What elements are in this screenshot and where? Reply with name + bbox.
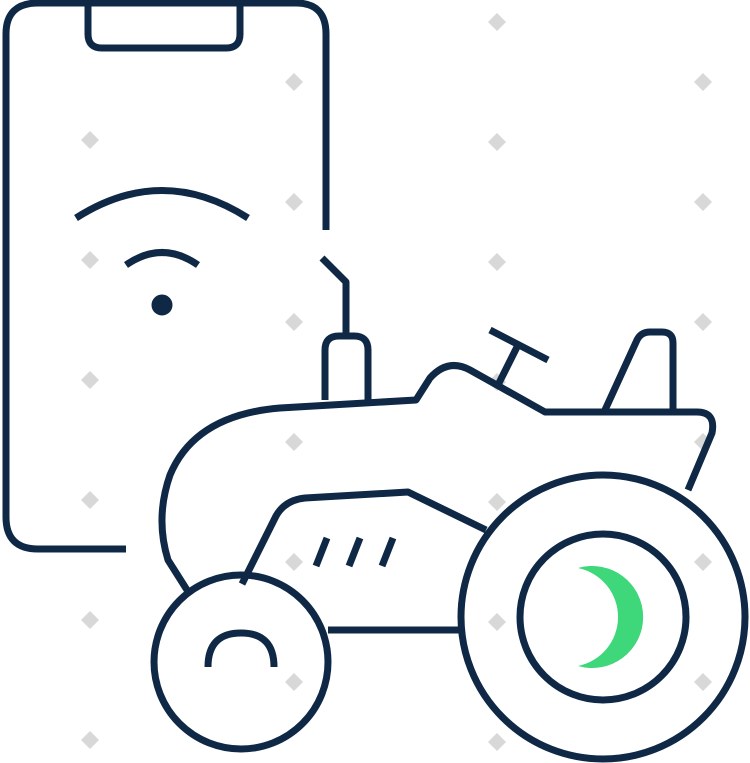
tractor-icon — [150, 255, 749, 763]
watermark-diamond — [81, 371, 99, 389]
watermark-diamond — [81, 251, 99, 269]
watermark-diamond — [285, 553, 303, 571]
tractor-vent-2 — [345, 536, 364, 568]
tractor-hood-panel — [238, 488, 488, 586]
rear-hub-accent — [578, 565, 644, 668]
tractor-body-outline — [158, 362, 717, 592]
tractor-exhaust-stack — [321, 332, 372, 400]
watermark-diamond — [285, 193, 303, 211]
wifi-inner-arc — [124, 249, 200, 268]
watermark-diamond — [488, 13, 506, 31]
watermark-diamond — [81, 131, 99, 149]
watermark-diamond — [81, 491, 99, 509]
watermark-diamond — [694, 193, 712, 211]
phone-body-outline — [2, 0, 330, 553]
tractor-vent-3 — [378, 536, 397, 568]
watermark-diamond — [488, 133, 506, 151]
tractor-rear-wheel — [457, 471, 749, 763]
watermark-diamond — [694, 553, 712, 571]
tractor-seat — [601, 328, 677, 412]
tractor-steering-wheel — [488, 326, 550, 364]
watermark-diamond — [694, 73, 712, 91]
watermark-diamond — [694, 313, 712, 331]
watermark-diamond — [285, 673, 303, 691]
tractor-steering-column — [494, 343, 522, 387]
smartphone-icon — [2, 0, 330, 553]
watermark-diamond — [285, 73, 303, 91]
tractor-front-wheel — [150, 571, 332, 753]
watermark-diamond — [488, 613, 506, 631]
phone-notch — [84, 3, 244, 52]
tractor-vent-1 — [312, 536, 331, 568]
watermark-diamond — [81, 731, 99, 749]
watermark-diamond — [488, 733, 506, 751]
tractor-front-hub — [204, 629, 278, 668]
watermark-diamond — [81, 611, 99, 629]
tractor-exhaust-pipe — [319, 255, 350, 336]
wifi-dot — [151, 294, 173, 316]
wifi-signal-icon — [74, 187, 250, 316]
watermark-diamond — [285, 433, 303, 451]
watermark-pattern — [81, 13, 712, 751]
watermark-diamond — [285, 313, 303, 331]
wifi-outer-arc — [74, 187, 250, 221]
tractor-rear-rim — [516, 530, 690, 704]
watermark-diamond — [488, 253, 506, 271]
watermark-diamond — [694, 673, 712, 691]
watermark-diamond — [488, 493, 506, 511]
